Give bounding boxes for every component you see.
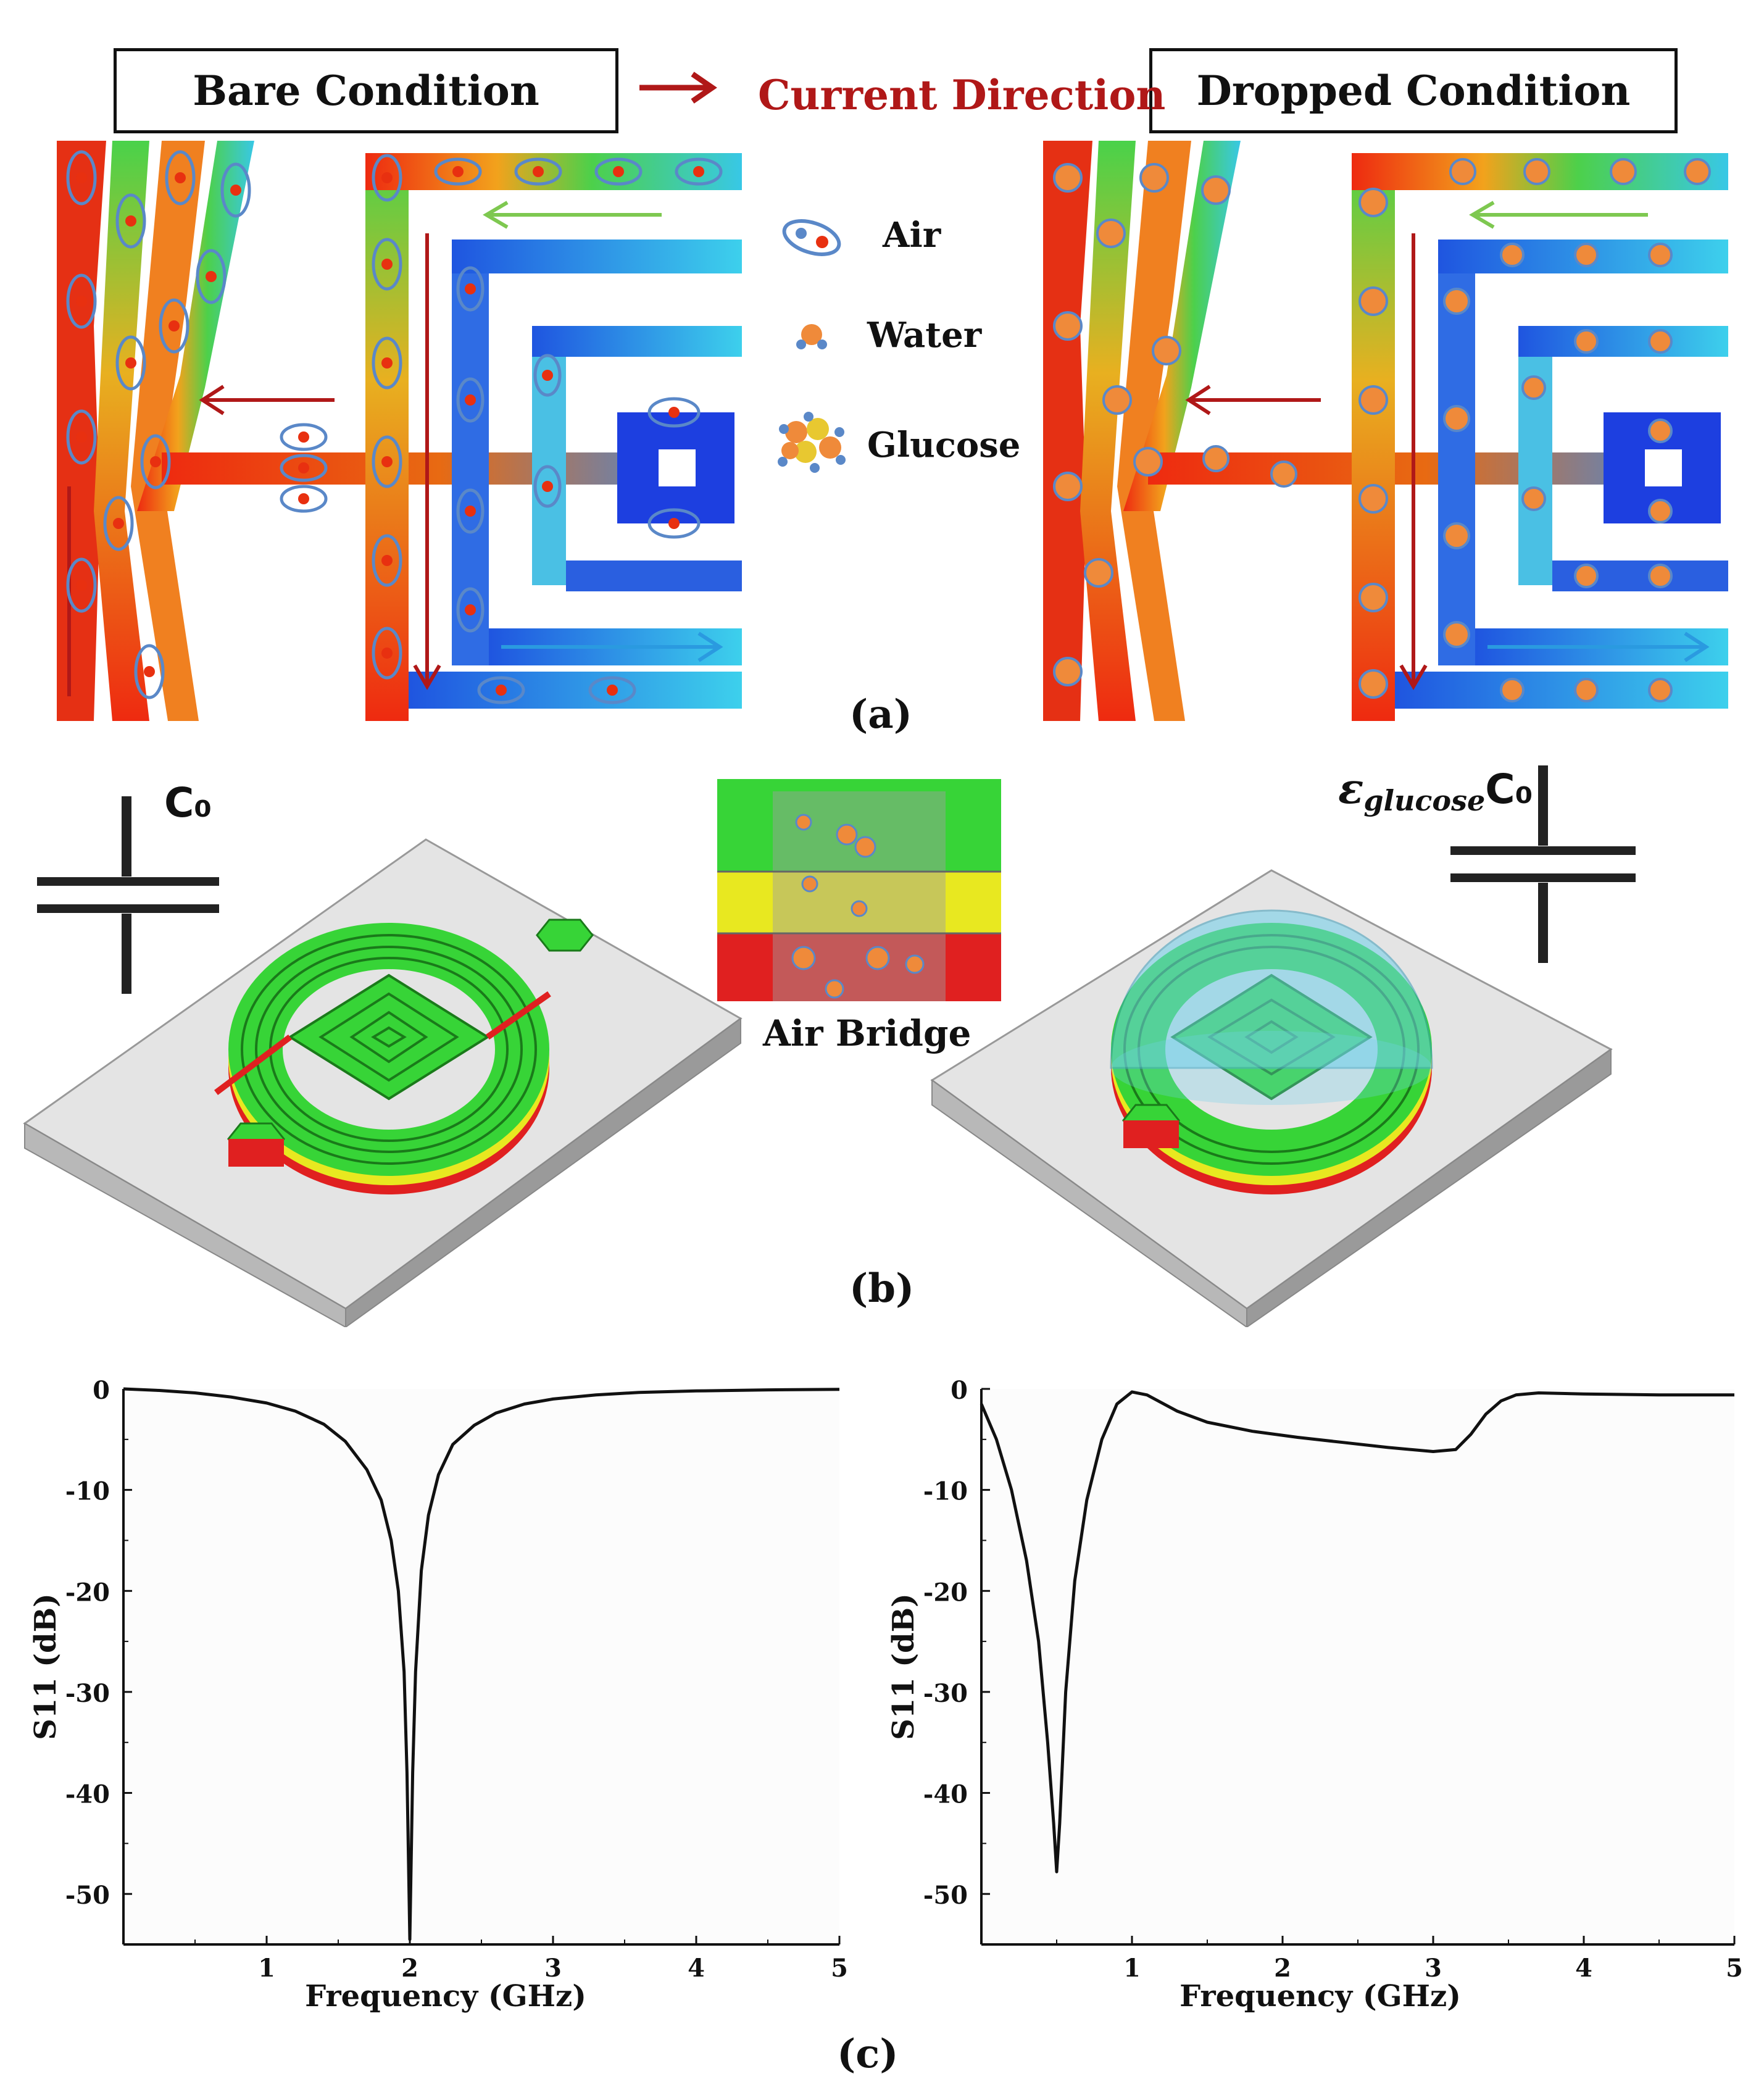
plot-area: [981, 1389, 1734, 1944]
air-bridge-label: Air Bridge: [763, 1012, 971, 1054]
current-direction-arrow-icon: [639, 72, 717, 104]
x-tick-label: 5: [1726, 1954, 1743, 1983]
left-finger-4: [137, 141, 254, 511]
glucose-molecule-icon: [778, 412, 846, 473]
bare-condition-title: Bare Condition: [114, 48, 618, 133]
loop3-top: [532, 326, 742, 357]
outer-bottom-trace: [409, 672, 742, 709]
x-tick-label: 1: [1123, 1954, 1141, 1983]
molecule-legend: Air Water Glucose: [772, 204, 1031, 488]
x-tick-label: 3: [1425, 1954, 1442, 1983]
x-tick-label: 4: [688, 1954, 705, 1983]
panel-c-label: (c): [837, 2031, 899, 2077]
x-axis-label: Frequency (GHz): [1179, 1979, 1461, 2014]
outer-top-trace: [365, 153, 742, 190]
y-tick-label: 0: [93, 1376, 110, 1405]
bare-capacitance-label: C₀: [164, 779, 212, 827]
y-tick-label: -40: [923, 1780, 968, 1809]
panel-a-label: (a): [849, 691, 913, 738]
x-tick-label: 2: [401, 1954, 418, 1983]
s11-series-line: [980, 1390, 1734, 1873]
dropped-sensor-3d: [930, 869, 1613, 1327]
y-tick-label: -50: [65, 1881, 110, 1910]
y-tick-label: -20: [923, 1578, 968, 1607]
bare-sensor-3d: [23, 838, 743, 1327]
center-hole: [659, 449, 696, 486]
bare-current-map: [57, 141, 742, 721]
left-finger-2: [94, 141, 149, 721]
x-axis-label: Frequency (GHz): [305, 1979, 586, 2014]
x-tick-label: 3: [544, 1954, 562, 1983]
y-tick-label: -40: [65, 1780, 110, 1809]
dropped-capacitor-icon: [1450, 765, 1636, 963]
air-bridge-inset: [717, 779, 1001, 1001]
y-tick-label: -30: [65, 1679, 110, 1708]
water-molecule-icon: [796, 324, 827, 349]
current-direction-label: Current Direction: [758, 71, 1166, 119]
legend-water-label: Water: [867, 315, 982, 356]
epsilon-symbol: ε: [1338, 764, 1364, 814]
y-tick-label: -30: [923, 1679, 968, 1708]
dropped-condition-title: Dropped Condition: [1149, 48, 1678, 133]
y-tick-label: -10: [923, 1477, 968, 1506]
legend-glucose-label: Glucose: [867, 425, 1021, 465]
y-tick-label: -50: [923, 1881, 968, 1910]
y-tick-label: -10: [65, 1477, 110, 1506]
x-tick-label: 1: [258, 1954, 275, 1983]
x-tick-label: 5: [831, 1954, 848, 1983]
glucose-subscript: glucose: [1363, 784, 1486, 817]
y-axis-label: S11 (dB): [28, 1593, 63, 1740]
s11-series-line: [123, 1387, 840, 1941]
y-tick-label: 0: [951, 1376, 968, 1405]
legend-air-label: Air: [883, 215, 941, 256]
dropped-capacitance-label: εglucoseC₀: [1338, 764, 1533, 817]
bare-capacitor-icon: [37, 796, 219, 994]
dropped-current-map: [1043, 141, 1728, 721]
x-tick-label: 2: [1274, 1954, 1291, 1983]
plot-area: [123, 1389, 839, 1944]
y-axis-label: S11 (dB): [886, 1593, 921, 1740]
loop3-bottom: [566, 560, 742, 591]
panel-b-label: (b): [849, 1265, 915, 1312]
x-tick-label: 4: [1575, 1954, 1592, 1983]
c0-symbol: C₀: [1485, 765, 1533, 813]
glucose-droplet: [1110, 909, 1433, 1069]
air-molecule-icon: [782, 219, 841, 256]
loop2-top: [452, 240, 742, 273]
y-tick-label: -20: [65, 1578, 110, 1607]
